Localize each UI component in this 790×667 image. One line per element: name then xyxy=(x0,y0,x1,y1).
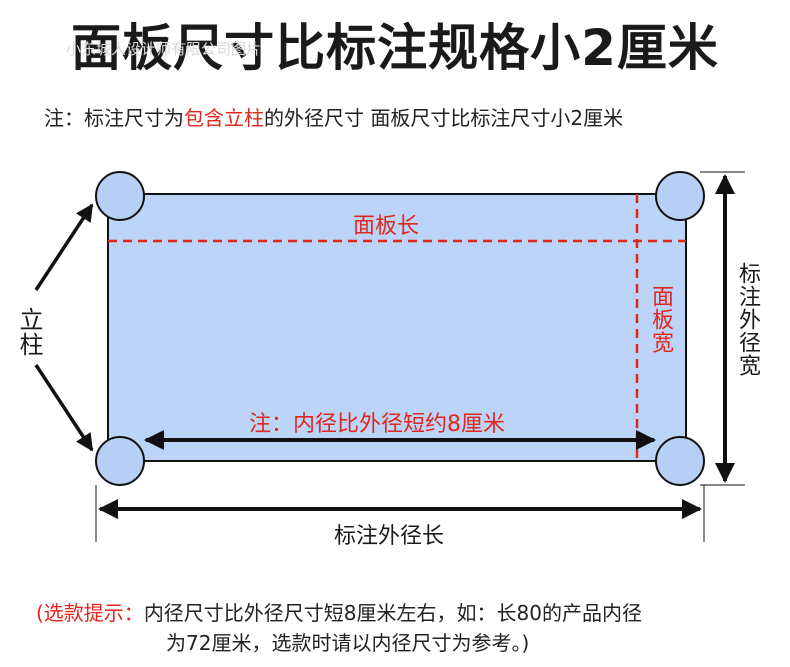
watermark-text: 小东城人设计师有限公司图片 xyxy=(66,40,262,58)
tip-line-1: 内径尺寸比外径尺寸短8厘米左右，如：长80的产品内径 xyxy=(143,601,642,625)
panel-length-label: 面板长 xyxy=(353,214,420,239)
pillar-top-right xyxy=(655,171,705,221)
panel-rectangle xyxy=(107,193,687,462)
selection-tip: (选款提示：内径尺寸比外径尺寸短8厘米左右，如：长80的产品内径 为72厘米，选… xyxy=(36,598,776,658)
tip-line-2: 为72厘米，选款时请以内径尺寸为参考。) xyxy=(166,631,530,655)
subtitle: 注：标注尺寸为包含立柱的外径尺寸 面板尺寸比标注尺寸小2厘米 xyxy=(44,102,623,131)
pillar-pointer-top xyxy=(34,203,94,291)
pillar-label: 立柱 xyxy=(15,307,43,357)
pillar-top-left xyxy=(95,171,145,221)
outer-length-label: 标注外径长 xyxy=(334,524,445,549)
outer-width-label: 标注外径宽 xyxy=(735,262,760,377)
subtitle-suffix: 的外径尺寸 面板尺寸比标注尺寸小2厘米 xyxy=(264,106,624,130)
subtitle-highlight: 包含立柱 xyxy=(184,106,264,130)
inner-diameter-note: 注：内径比外径短约8厘米 xyxy=(249,412,505,437)
page-title: 面板尺寸比标注规格小2厘米 xyxy=(71,19,719,77)
pillar-bottom-right xyxy=(655,436,705,486)
subtitle-prefix: 注：标注尺寸为 xyxy=(44,106,184,130)
pillar-pointer-bottom xyxy=(34,364,94,452)
panel-width-label: 面板宽 xyxy=(648,285,673,354)
pillar-bottom-left xyxy=(95,436,145,486)
tip-prefix: (选款提示： xyxy=(36,601,144,625)
